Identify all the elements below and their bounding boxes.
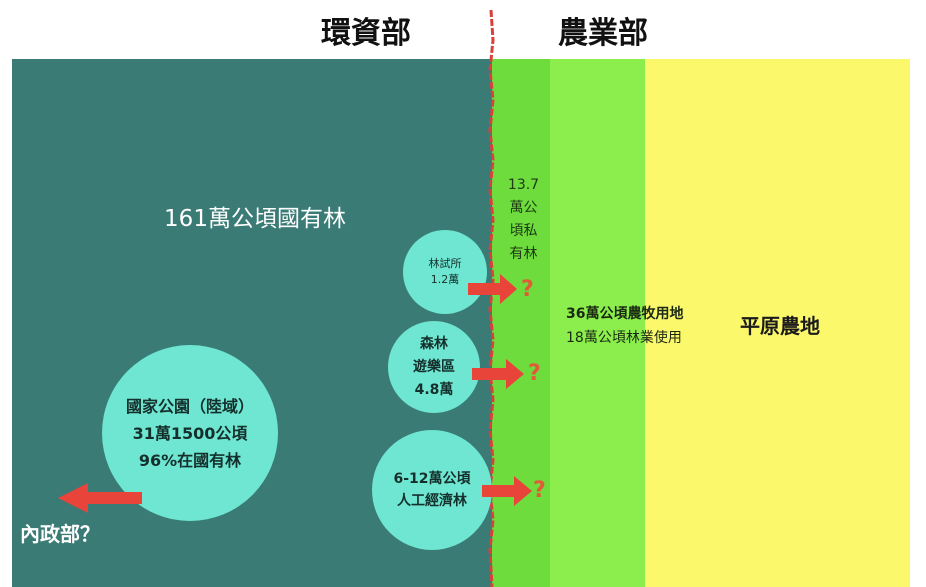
question-mark: ?	[528, 361, 541, 386]
national-park-circle: 國家公園（陸域） 31萬1500公頃 96%在國有林	[102, 345, 278, 521]
plain-farmland-block	[645, 59, 910, 587]
recreation-line: 遊樂區	[413, 358, 455, 375]
plantation-circle: 6-12萬公頃 人工經濟林	[372, 430, 492, 550]
private-forest-label: 13.7 萬公 頃私 有林	[497, 174, 550, 266]
ministry-title-agriculture: 農業部	[558, 16, 648, 51]
arrow-plantation-to-agriculture	[482, 476, 532, 506]
national-park-area: 31萬1500公頃	[132, 423, 248, 443]
private-forest-line: 有林	[509, 246, 538, 262]
farmland-forestry-use: 18萬公頃林業使用	[566, 330, 682, 346]
private-forest-line: 頃私	[509, 223, 538, 239]
forest-research-name: 林試所	[428, 257, 462, 270]
national-park-name: 國家公園（陸域）	[125, 396, 254, 416]
recreation-line: 森林	[420, 335, 448, 352]
interior-ministry-label: 內政部？	[20, 522, 100, 546]
private-forest-line: 13.7	[507, 177, 540, 193]
plantation-area: 6-12萬公頃	[393, 471, 471, 487]
question-mark: ?	[521, 277, 534, 302]
state-forest-label: 161萬公頃國有林	[164, 206, 346, 232]
arrow-recreation-to-agriculture	[472, 359, 524, 389]
arrow-research-to-agriculture	[468, 274, 517, 304]
plantation-name: 人工經濟林	[397, 493, 467, 509]
farmland-block	[550, 59, 645, 587]
farmland-total: 36萬公頃農牧用地	[566, 306, 684, 322]
question-mark: ?	[533, 478, 546, 503]
ministry-title-environment: 環資部	[321, 16, 411, 51]
forest-research-area: 1.2萬	[430, 273, 460, 286]
arrow-park-to-interior	[58, 483, 142, 513]
private-forest-line: 萬公	[509, 200, 538, 216]
national-park-share: 96%在國有林	[138, 450, 242, 470]
forest-research-circle: 林試所 1.2萬	[403, 230, 487, 314]
recreation-area-circle: 森林 遊樂區 4.8萬	[388, 321, 480, 413]
recreation-area: 4.8萬	[414, 381, 454, 398]
plain-farmland-label: 平原農地	[740, 314, 820, 338]
farmland-label: 36萬公頃農牧用地 18萬公頃林業使用	[566, 302, 716, 350]
